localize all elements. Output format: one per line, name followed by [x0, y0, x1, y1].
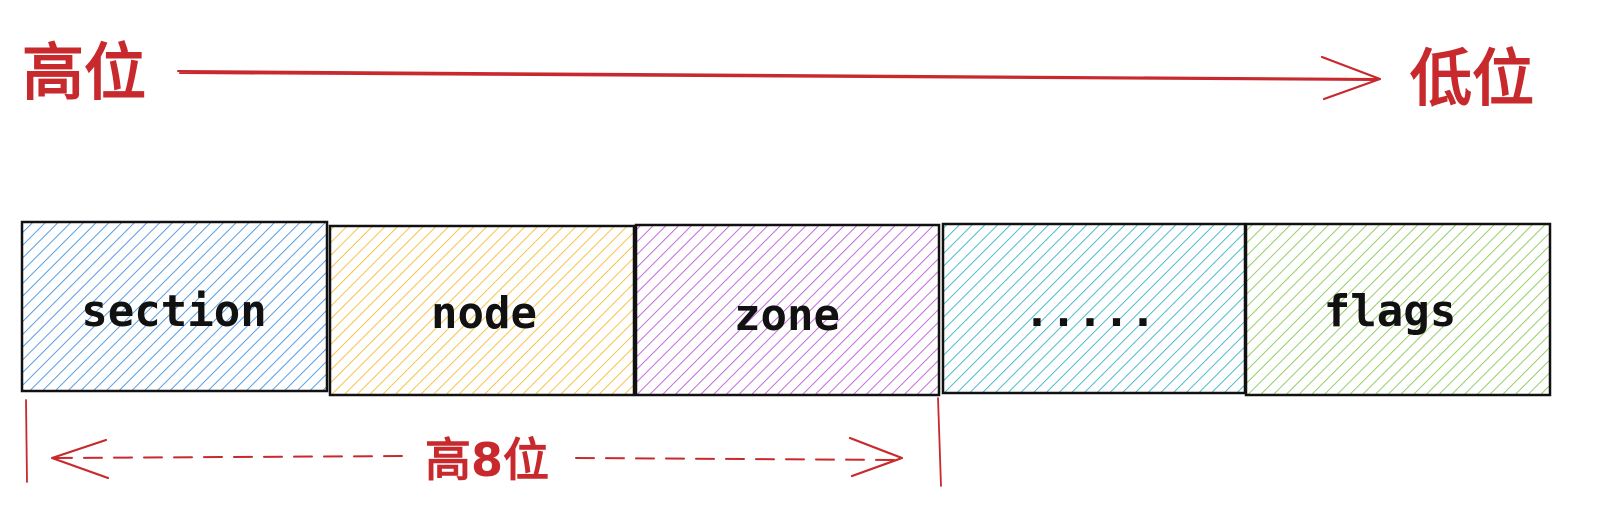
high-8-bits-label: 高8位: [425, 433, 549, 487]
span-left-arrow-head-icon: [50, 438, 110, 480]
span-left-tick: [25, 399, 28, 483]
span-right-arrow-head-icon: [848, 436, 904, 478]
low-bit-label: 低位: [1410, 42, 1534, 115]
segment-flags: flags: [1244, 222, 1552, 397]
segment-label-flags: flags: [1324, 286, 1456, 337]
segment-node: node: [328, 224, 636, 397]
segment-zone: zone: [634, 223, 941, 397]
span-right-tick: [937, 397, 942, 487]
span-right-dashed-line: [575, 457, 901, 461]
direction-arrow-line: [177, 70, 1379, 81]
high-bit-label: 高位: [22, 36, 146, 109]
span-left-dashed-line: [53, 455, 411, 459]
segment-ellipsis: .....: [941, 222, 1247, 395]
segment-label-section: section: [81, 286, 266, 337]
segment-label-ellipsis: .....: [1024, 286, 1156, 337]
direction-arrow-head-icon: [1320, 55, 1382, 101]
segment-label-node: node: [431, 288, 537, 339]
segment-label-zone: zone: [734, 290, 840, 341]
segment-section: section: [20, 220, 329, 393]
